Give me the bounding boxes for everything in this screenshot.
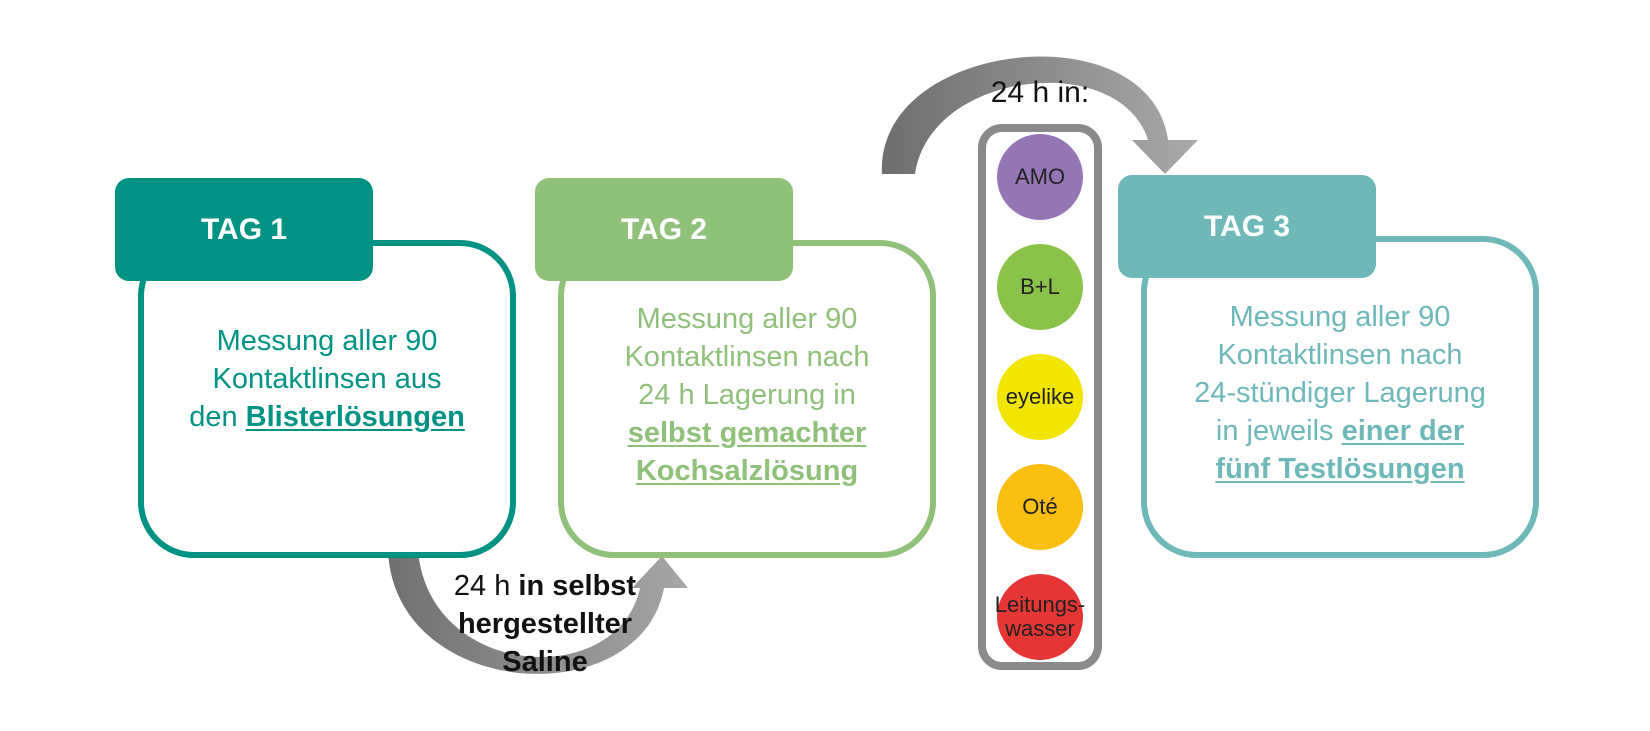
step-3-highlight: einer der (1341, 415, 1465, 447)
transition-2-3-label: 24 h in: (990, 76, 1090, 109)
step-3-line: in jeweils einer der (1143, 412, 1537, 450)
step-3-box (1141, 236, 1539, 558)
step-3-line: Messung aller 90 (1229, 301, 1451, 333)
solution-label: B+L (1020, 274, 1060, 299)
step-3-tab: TAG 3 (1118, 175, 1376, 278)
step-1-line-prefix: den (189, 401, 246, 433)
step-2-box (558, 240, 936, 558)
step-1-tab: TAG 1 (115, 178, 373, 281)
step-3-line-prefix: in jeweils (1215, 415, 1342, 447)
step-1-highlight: Blisterlösungen (245, 401, 465, 433)
transition-1-2-line: 24 h in selbst (425, 567, 665, 605)
step-3-highlight: fünf Testlösungen (1215, 453, 1465, 485)
step-2-highlight: selbst gemachter (627, 417, 867, 449)
solution-ote: Oté (997, 464, 1083, 550)
step-2-line: 24 h Lagerung in (638, 379, 856, 411)
step-3-line: 24-stündiger Lagerung (1194, 377, 1486, 409)
transition-1-2-prefix: 24 h (453, 570, 519, 602)
solution-leitungswasser: Leitungs- wasser (994, 574, 1086, 660)
solution-bl: B+L (997, 244, 1083, 330)
step-1-line: den Blisterlösungen (140, 398, 514, 436)
step-1-text: Messung aller 90 Kontaktlinsen aus den B… (140, 322, 514, 436)
step-3-line: fünf Testlösungen (1143, 450, 1537, 488)
step-2-line: Kontaktlinsen nach (624, 341, 870, 373)
step-2-line: Messung aller 90 (636, 303, 858, 335)
step-2-text: Messung aller 90 Kontaktlinsen nach 24 h… (560, 300, 934, 490)
step-3-line: Kontaktlinsen nach (1217, 339, 1463, 371)
arrow-tag1-to-tag2 (388, 551, 688, 674)
transition-1-2-line: hergestellter (457, 608, 633, 640)
solution-label: AMO (1014, 164, 1066, 189)
step-2-highlight: Kochsalzlösung (635, 455, 859, 487)
arrow-tag2-to-tag3 (881, 56, 1198, 174)
solution-label: wasser (1005, 616, 1075, 641)
transition-1-2-bold: in selbst (518, 570, 637, 602)
step-1-tab-label: TAG 1 (200, 212, 288, 246)
solution-amo: AMO (997, 134, 1083, 220)
step-2-tab: TAG 2 (535, 178, 793, 281)
step-1-line: Kontaktlinsen aus (212, 363, 442, 395)
step-2-tab-label: TAG 2 (620, 212, 708, 246)
transition-1-2-line: Saline (502, 646, 588, 678)
transition-1-2-label: 24 h in selbst hergestellter Saline (425, 567, 665, 681)
step-3-text: Messung aller 90 Kontaktlinsen nach 24-s… (1143, 298, 1537, 488)
solution-label: Oté (1022, 494, 1058, 519)
solution-label: eyelike (1005, 384, 1075, 409)
step-2-line: selbst gemachter (560, 414, 934, 452)
solution-eyelike: eyelike (997, 354, 1083, 440)
solution-label: Leitungs- (994, 592, 1086, 617)
step-3-tab-label: TAG 3 (1203, 209, 1291, 243)
step-2-line: Kochsalzlösung (560, 452, 934, 490)
step-1-line: Messung aller 90 (216, 325, 438, 357)
